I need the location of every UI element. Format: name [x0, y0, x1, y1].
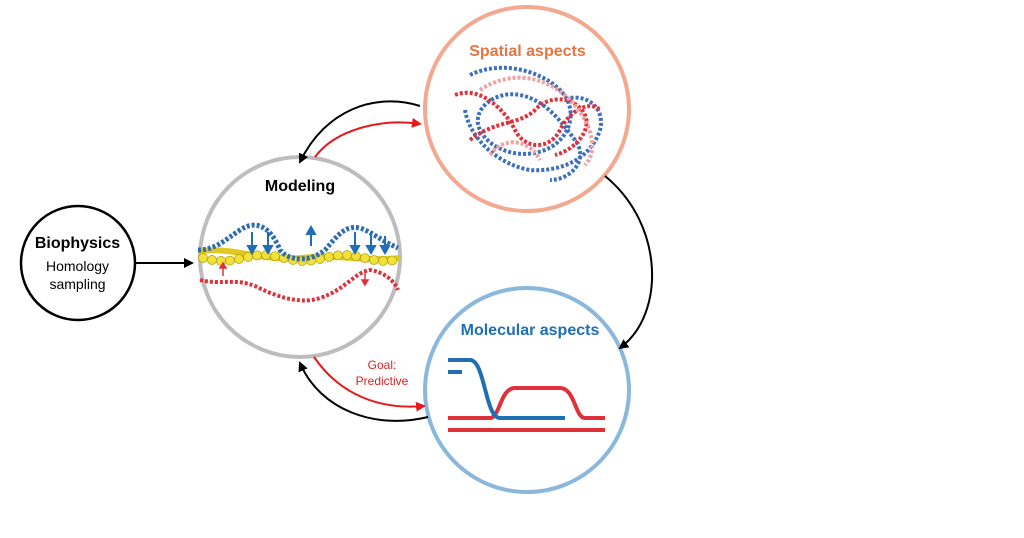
protein-bead — [198, 253, 208, 263]
protein-bead — [378, 256, 388, 266]
spatial-title: Spatial aspects — [469, 43, 586, 60]
arrow-modeling-to-molecular — [313, 356, 426, 412]
protein-beads — [198, 250, 397, 266]
biophysics-subtitle-line1: Homology — [45, 258, 110, 274]
biophysics-title: Biophysics — [34, 235, 121, 252]
protein-bead — [252, 250, 262, 261]
molecular-title: Molecular aspects — [460, 322, 600, 339]
arrow-molecular-to-modeling — [298, 361, 429, 422]
molecular-illustration — [448, 358, 605, 432]
modeling-title: Modeling — [264, 178, 336, 195]
goal-line1: Goal: — [367, 358, 397, 372]
protein-bead — [225, 255, 235, 266]
protein-bead — [369, 255, 379, 265]
spatial-node — [423, 5, 631, 213]
protein-bead — [342, 250, 352, 260]
arrow-modeling-to-spatial — [314, 117, 422, 158]
protein-bead — [243, 252, 253, 262]
biophysics-node — [19, 204, 137, 322]
protein-bead — [207, 255, 217, 265]
arrow-spatial-to-modeling — [298, 100, 421, 164]
biophysics-subtitle-line2: sampling — [49, 276, 106, 292]
blue-dna-strand — [197, 222, 400, 262]
protein-bead — [360, 253, 370, 264]
protein-bead — [234, 254, 244, 264]
protein-bead — [387, 255, 397, 266]
goal-line2: Predictive — [355, 374, 409, 388]
arrow-spatial-to-molecular — [604, 175, 654, 350]
protein-bead — [324, 252, 334, 262]
red-dna-strand — [199, 267, 400, 303]
biophysics-subtitle: Homology sampling — [20, 257, 135, 293]
protein-bead — [270, 251, 280, 262]
goal-annotation: Goal: Predictive — [352, 357, 412, 389]
modeling-illustration — [197, 222, 401, 303]
protein-bead — [333, 250, 343, 261]
spatial-illustration — [454, 65, 603, 182]
